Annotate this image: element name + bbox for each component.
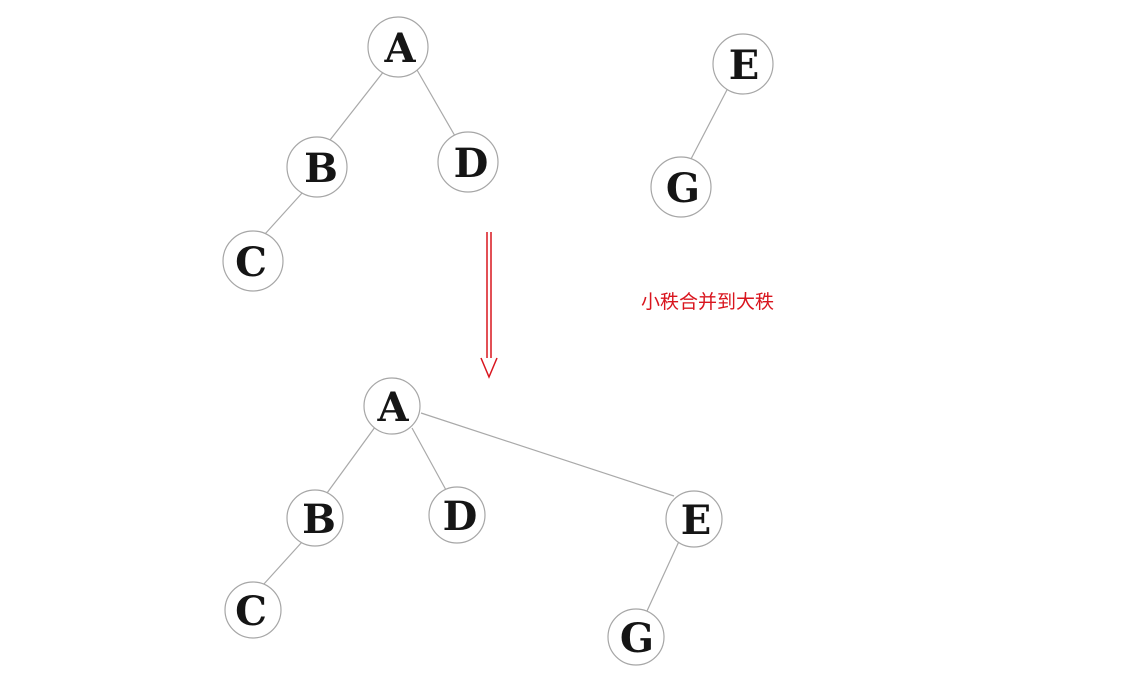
tree-node-a: A	[367, 16, 429, 78]
node-label-a: A	[383, 25, 416, 72]
merged-node-label-a: A	[376, 384, 409, 431]
node-label-b: B	[304, 145, 338, 192]
edge-d-to-a-merged	[411, 427, 447, 491]
node-label-c: C	[235, 239, 267, 286]
merged-node-label-c: C	[235, 588, 267, 635]
after-edges	[262, 412, 682, 612]
before-edges	[264, 65, 730, 235]
after-nodes: A B C D E G	[224, 377, 723, 666]
merged-node-e: E	[665, 490, 723, 548]
union-by-rank-note: 小秩合并到大秩	[641, 291, 774, 313]
merged-node-d: D	[428, 486, 486, 544]
node-label-g: G	[666, 165, 700, 212]
edge-b-to-a-merged	[326, 422, 379, 494]
tree-node-b: B	[286, 136, 348, 198]
node-label-d: D	[454, 140, 489, 187]
tree-node-d: D	[437, 131, 499, 193]
before-nodes: A B C D E G	[222, 16, 774, 292]
merged-node-b: B	[286, 489, 344, 547]
merged-node-label-b: B	[302, 496, 336, 543]
node-label-e: E	[729, 42, 760, 89]
merged-node-label-g: G	[620, 615, 654, 662]
merged-node-a: A	[363, 377, 421, 435]
transition-arrow	[480, 232, 498, 379]
merged-node-c: C	[224, 581, 282, 639]
merged-node-g: G	[607, 608, 665, 666]
tree-node-c: C	[222, 230, 284, 292]
edge-g-to-e-merged	[646, 536, 682, 612]
edge-d-to-a	[416, 69, 456, 137]
transition-arrow-head	[480, 357, 498, 379]
edge-e-to-a-merged	[420, 412, 675, 497]
edge-g-to-e	[690, 85, 730, 160]
tree-node-e: E	[712, 33, 774, 95]
edge-c-to-b-merged	[262, 541, 303, 586]
edge-c-to-b	[264, 191, 304, 235]
merged-node-label-d: D	[443, 493, 478, 540]
merged-node-label-e: E	[681, 497, 712, 544]
tree-node-g: G	[650, 156, 712, 218]
edge-b-to-a	[329, 65, 389, 141]
